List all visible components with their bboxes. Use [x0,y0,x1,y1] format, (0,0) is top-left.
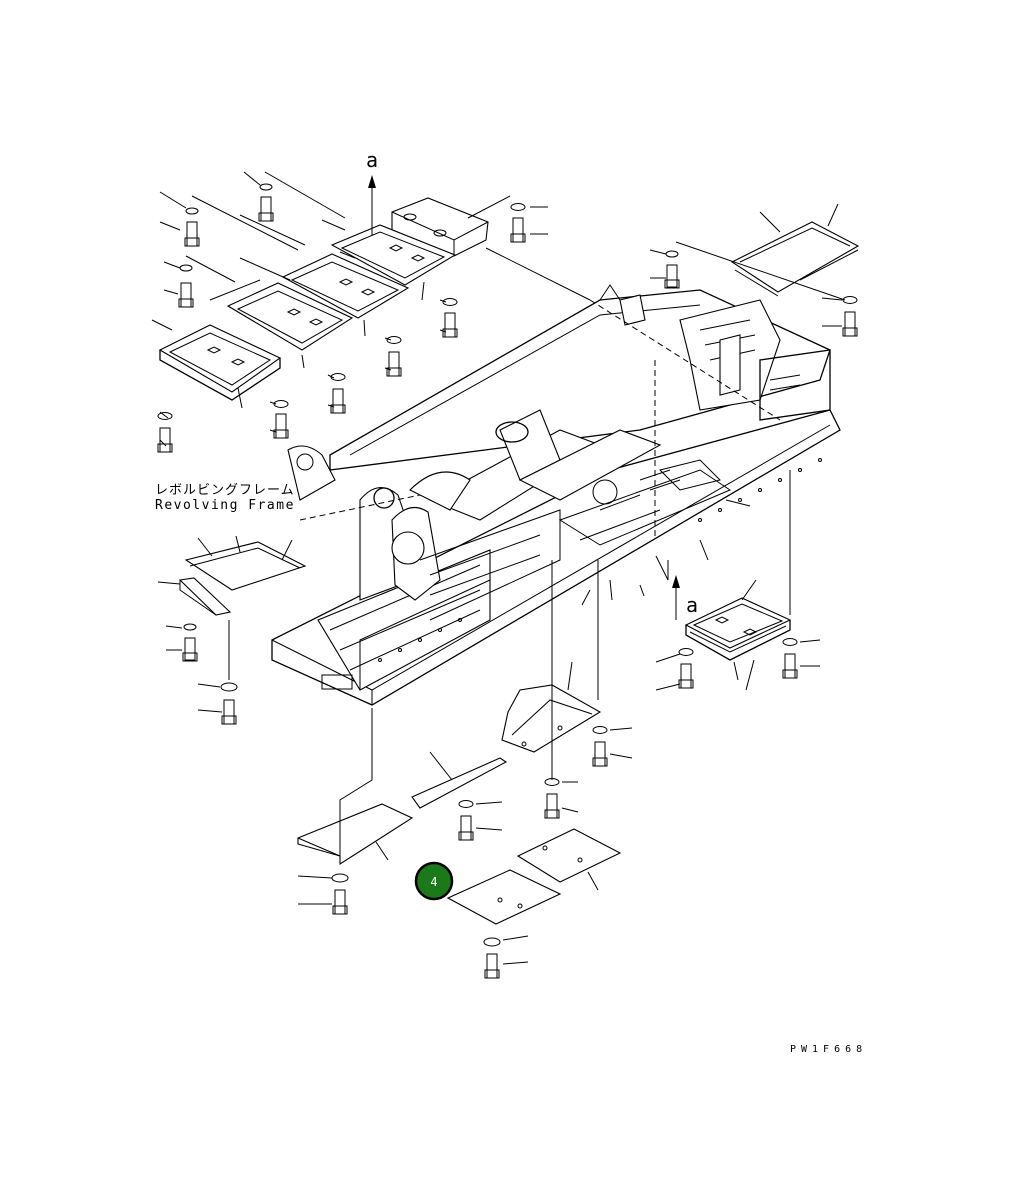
frame-label-en: Revolving Frame [155,498,295,513]
leader-lines [151,171,846,965]
revolving-frame [271,284,841,706]
callout-number: 4 [430,875,437,889]
callout-badge[interactable]: 4 [414,861,454,901]
top-covers-group [158,175,489,401]
section-arrow-bottom [672,575,680,620]
bolt-washer-sets [157,183,858,979]
section-label-bottom: a [686,593,698,617]
top-right-cover [730,221,860,297]
drawing-code: PW1F668 [790,1044,867,1055]
section-label-top: a [366,148,378,172]
bottom-covers [297,684,622,925]
frame-label-jp: レボルビングフレーム [155,483,295,498]
right-lower-cover [684,597,792,661]
left-cover [178,541,307,616]
